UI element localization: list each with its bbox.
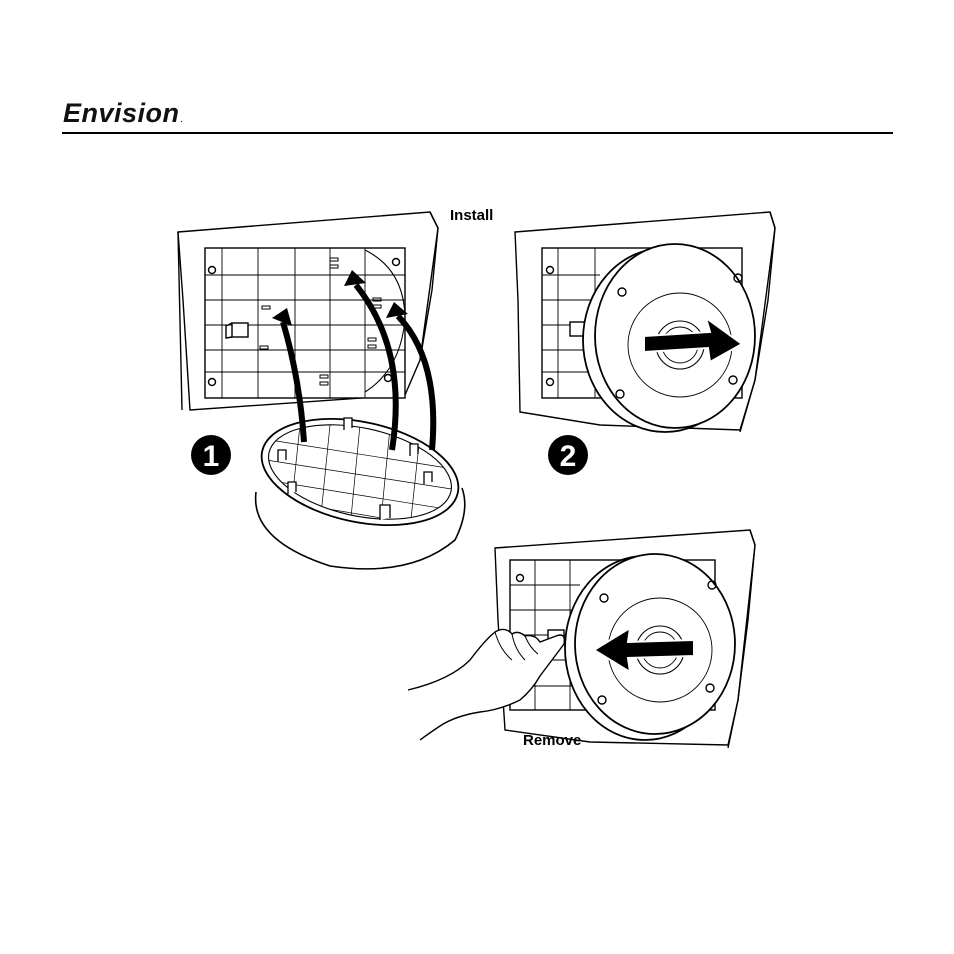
- step-2-badge: 2: [548, 435, 588, 475]
- step-2-number: 2: [560, 440, 577, 473]
- install-step-2-panel: [515, 212, 775, 432]
- install-step-1-panel: [178, 212, 468, 569]
- remove-panel: [408, 530, 755, 748]
- remove-caption: Remove: [523, 732, 581, 749]
- install-caption: Install: [450, 207, 493, 224]
- step-1-badge: 1: [191, 435, 231, 475]
- step-1-number: 1: [203, 440, 220, 473]
